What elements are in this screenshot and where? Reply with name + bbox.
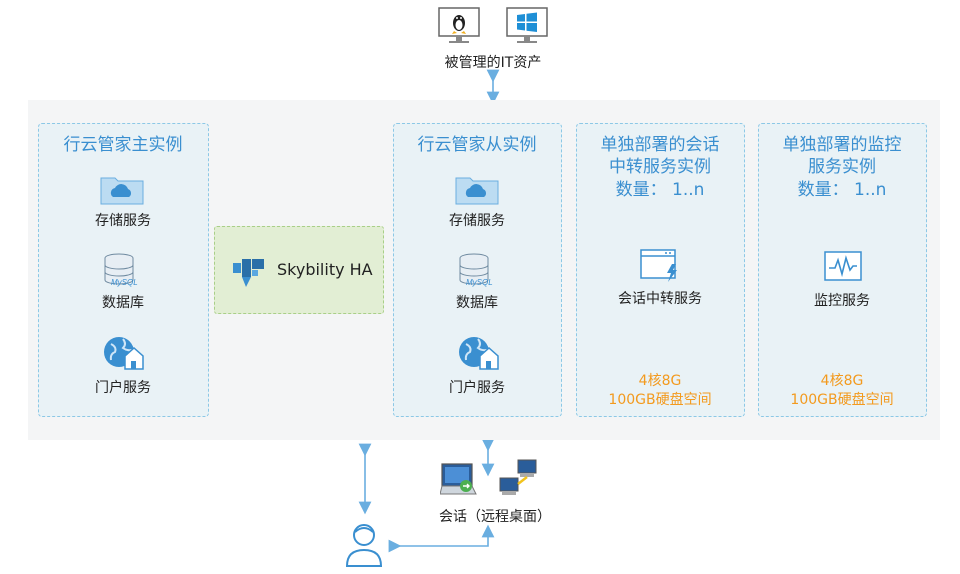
monitor-service-label: 监控服务 (814, 293, 870, 309)
network-computers-icon (499, 459, 537, 495)
primary-database-label: 数据库 (102, 295, 144, 311)
user-icon (345, 524, 383, 567)
monitor-chart-icon (824, 251, 862, 281)
relay-deploy-box: 单独部署的会话 中转服务实例 数量： 1..n 会话中转服务 4核8G 100G… (576, 123, 745, 417)
ha-label: Skybility HA (277, 260, 373, 279)
monitor-deploy-box: 单独部署的监控 服务实例 数量： 1..n 监控服务 4核8G 100GB硬盘空… (758, 123, 927, 417)
relay-count: 数量： 1..n (615, 180, 705, 200)
primary-portal-label: 门户服务 (95, 380, 151, 396)
secondary-instance-title: 行云管家从实例 (417, 135, 537, 155)
relay-window-icon (640, 249, 677, 282)
relay-spec-line2: 100GB硬盘空间 (608, 392, 712, 408)
svg-text:MySQL: MySQL (111, 278, 138, 287)
linux-monitor-icon (438, 7, 480, 43)
relay-title-line1: 单独部署的会话 (600, 135, 720, 155)
relay-title-line2: 中转服务实例 (609, 157, 711, 177)
monitor-title-line2: 服务实例 (808, 157, 876, 177)
secondary-database-label: 数据库 (456, 295, 498, 311)
mysql-database-icon: MySQL (104, 253, 138, 287)
remote-desktop-icon (440, 463, 477, 495)
globe-home-icon (459, 337, 499, 370)
relay-spec-line1: 4核8G (638, 373, 682, 389)
windows-monitor-icon (506, 7, 548, 43)
secondary-instance-box: 行云管家从实例 存储服务 MySQL 数据库 门户服务 (393, 123, 562, 417)
globe-home-icon (104, 337, 144, 370)
monitor-spec-line1: 4核8G (820, 373, 864, 389)
primary-instance-title: 行云管家主实例 (63, 135, 183, 155)
skybility-logo-icon (233, 259, 264, 287)
arrow-user-session (388, 524, 495, 553)
secondary-storage-label: 存储服务 (449, 213, 505, 229)
mysql-database-icon: MySQL (459, 253, 493, 287)
primary-instance-box: 行云管家主实例 存储服务 MySQL 数据库 门户服务 (38, 123, 209, 417)
relay-service-label: 会话中转服务 (618, 291, 702, 307)
ha-box: Skybility HA (214, 226, 384, 314)
managed-assets-label: 被管理的IT资产 (444, 55, 542, 71)
session-label: 会话（远程桌面） (439, 509, 551, 525)
monitor-count: 数量： 1..n (797, 180, 887, 200)
secondary-portal-label: 门户服务 (449, 380, 505, 396)
primary-storage-label: 存储服务 (95, 213, 151, 229)
svg-text:MySQL: MySQL (466, 278, 493, 287)
monitor-title-line1: 单独部署的监控 (782, 135, 902, 155)
cloud-folder-icon (455, 177, 499, 205)
cloud-folder-icon (100, 177, 144, 205)
monitor-spec-line2: 100GB硬盘空间 (790, 392, 894, 408)
